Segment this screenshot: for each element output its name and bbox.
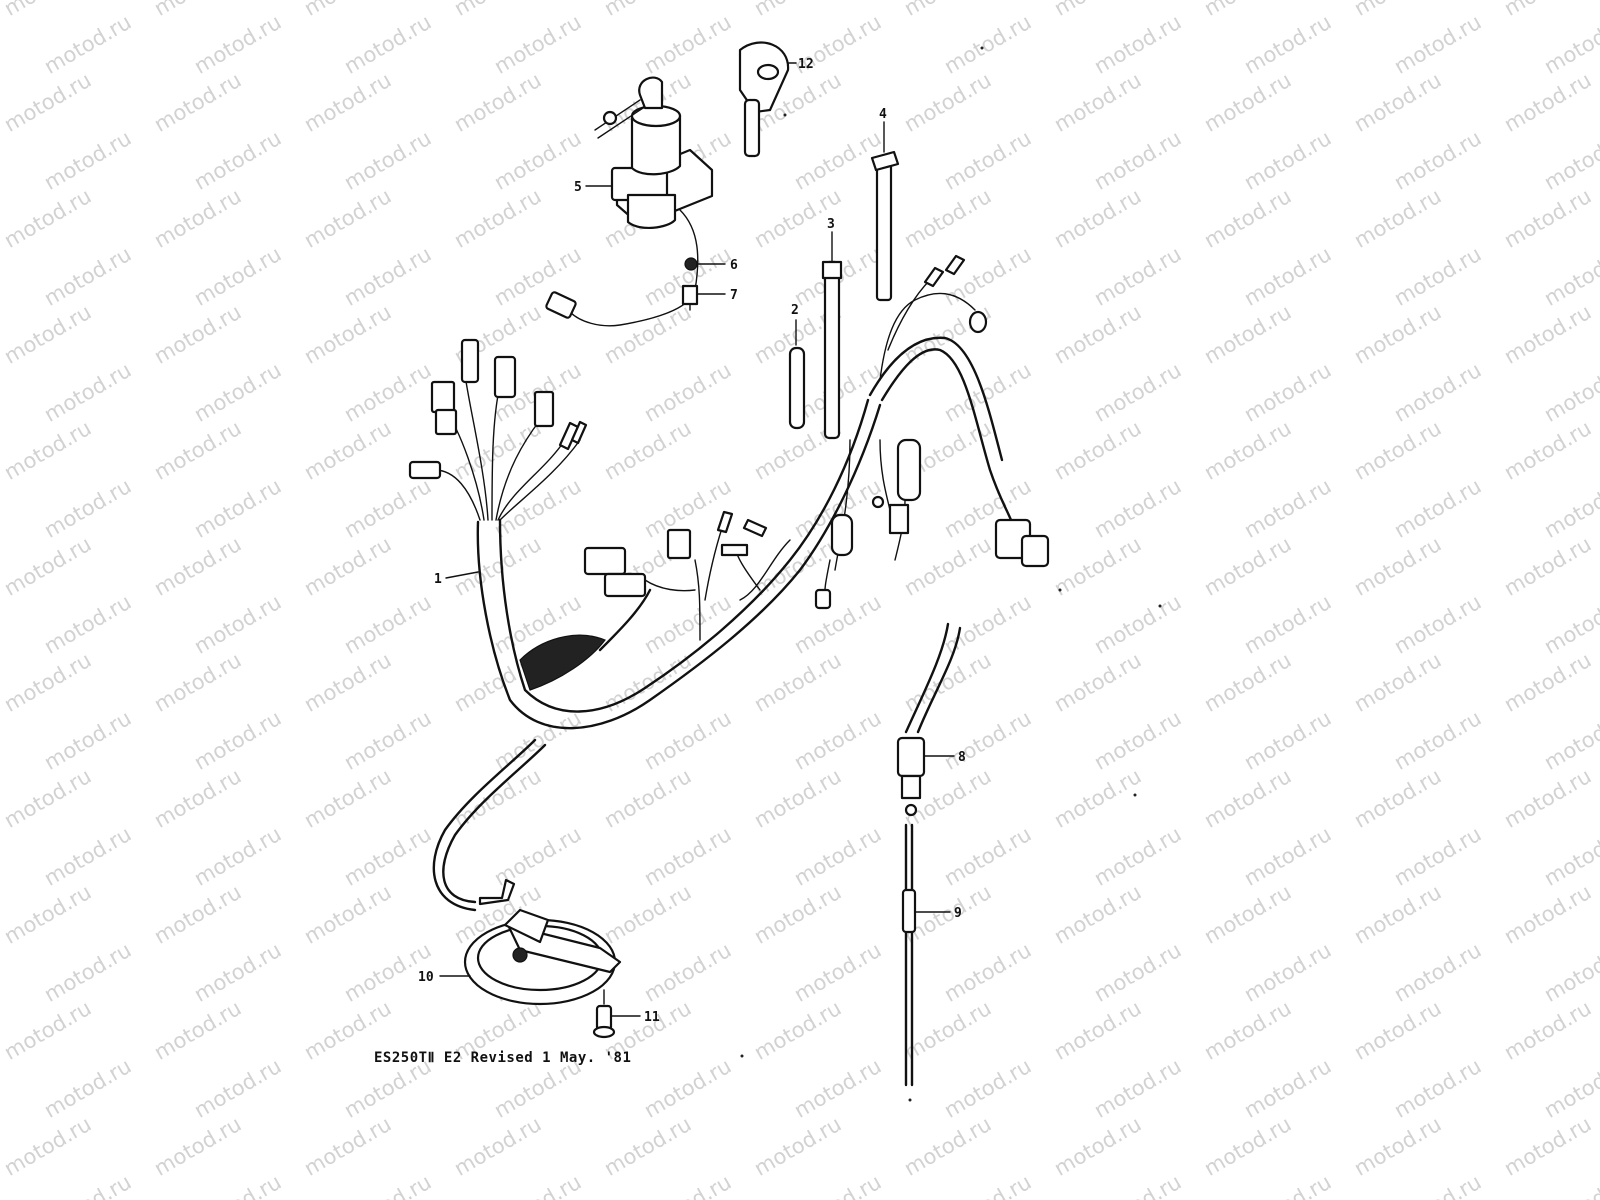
callout-5: 5 [574, 180, 582, 195]
clamp-4 [870, 150, 900, 302]
diagram-caption: ES250TⅡ E2 Revised 1 May. '81 [374, 1050, 632, 1066]
callout-11: 11 [644, 1010, 660, 1025]
callout-1: 1 [434, 572, 442, 587]
brake-switch-spring [901, 823, 917, 1087]
scan-specks [740, 46, 1162, 1102]
cable-band-3 [821, 260, 843, 440]
rear-brake-switch [896, 622, 962, 817]
callout-2: 2 [791, 303, 799, 318]
callout-layer: 1 2 3 4 5 6 7 8 9 10 11 12 [418, 57, 966, 1025]
key-blank [738, 41, 790, 158]
callout-8: 8 [958, 750, 966, 765]
callout-7: 7 [730, 288, 738, 303]
horn-bolt [592, 1004, 616, 1039]
callout-12: 12 [798, 57, 814, 72]
callout-4: 4 [879, 107, 887, 122]
ignition-switch [545, 76, 714, 327]
callout-10: 10 [418, 970, 434, 985]
main-wiring-harness [408, 254, 1050, 912]
callout-9: 9 [954, 906, 962, 921]
cable-band-2 [788, 346, 806, 430]
horn [463, 908, 622, 1006]
callout-6: 6 [730, 258, 738, 273]
callout-3: 3 [827, 217, 835, 232]
